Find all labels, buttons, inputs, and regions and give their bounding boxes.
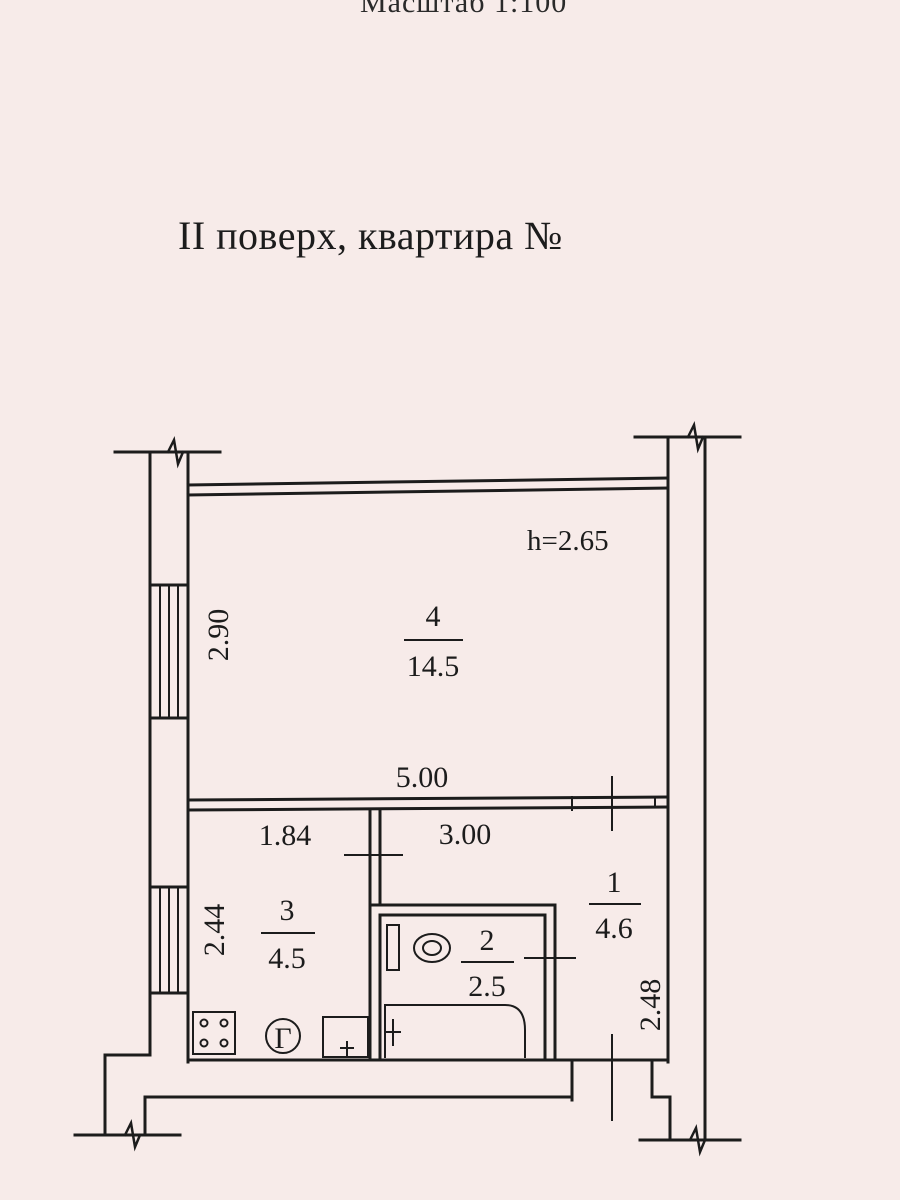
left-exterior-wall (113, 436, 222, 1064)
boiler-icon: Г (265, 1018, 301, 1055)
window-room4 (148, 583, 190, 720)
boiler-label: Г (274, 1022, 291, 1055)
dimension-labels: 2.90 5.00 1.84 3.00 2.44 2.48 (198, 609, 667, 1032)
toilet-icon (386, 924, 451, 971)
room2-number: 2 (480, 924, 495, 957)
room1-number: 1 (607, 866, 622, 899)
room2-area: 2.5 (468, 970, 506, 1003)
room4-area: 14.5 (407, 650, 460, 683)
dim-corridor-width: 3.00 (439, 818, 492, 851)
bathroom-walls (368, 903, 576, 1062)
room3-number: 3 (280, 894, 295, 927)
kitchen-partition (344, 808, 403, 1062)
sink-icon (322, 1016, 369, 1058)
room4-number: 4 (426, 600, 441, 633)
room-labels: h=2.65 4 14.5 3 4.5 2 2.5 1 4.6 (261, 525, 641, 1003)
dim-room4-height: 2.90 (202, 609, 235, 662)
ceiling-height: h=2.65 (527, 525, 609, 557)
dim-room3-height: 2.44 (198, 904, 231, 957)
room1-area: 4.6 (595, 912, 633, 945)
bathtub-icon (384, 1004, 526, 1058)
scale-label: Масштаб 1:100 (360, 0, 568, 19)
top-partition (186, 476, 670, 497)
dim-room1-height: 2.48 (634, 979, 667, 1032)
dim-room4-width: 5.00 (396, 761, 449, 794)
bottom-exterior-wall (73, 1034, 742, 1157)
right-exterior-wall (633, 421, 742, 1142)
floor-title: II поверх, квартира № (178, 213, 563, 258)
window-room3 (148, 885, 190, 995)
stove-icon (192, 1011, 236, 1055)
dim-room3-width: 1.84 (259, 819, 312, 852)
middle-partition (186, 776, 670, 831)
room3-area: 4.5 (268, 942, 306, 975)
